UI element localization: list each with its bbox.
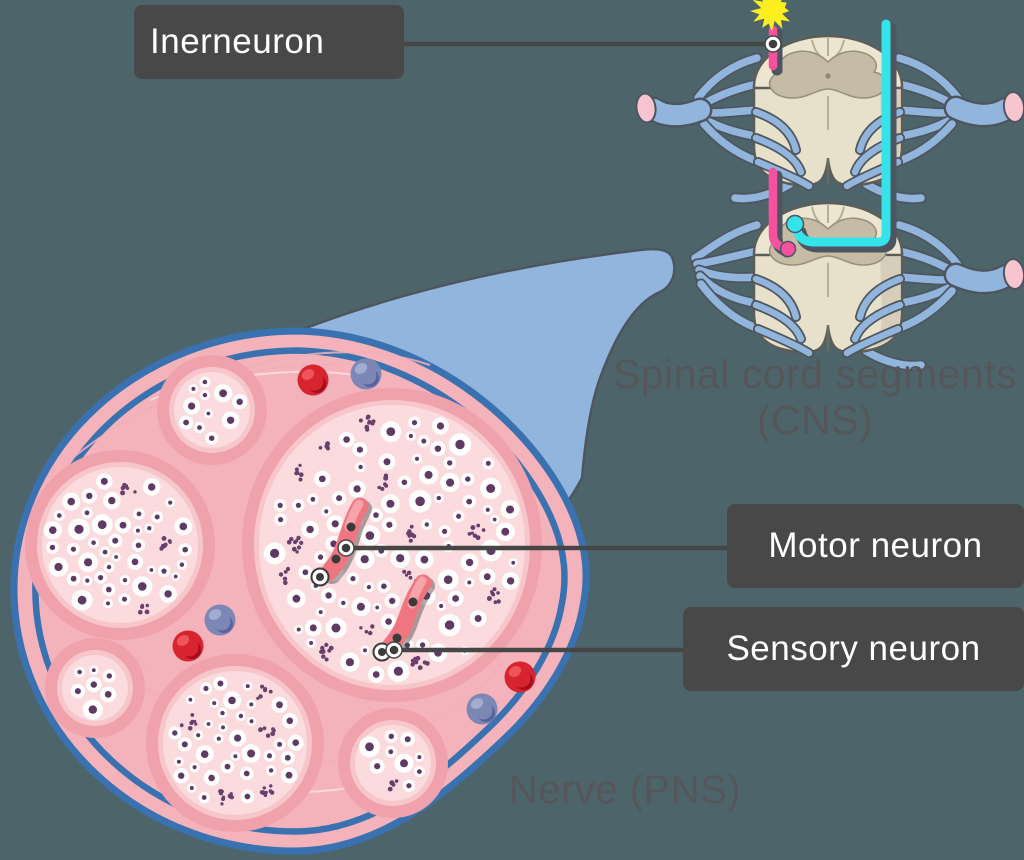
fascicle: [45, 638, 145, 738]
sensory-neuron-label-text: Sensory neuron: [726, 629, 981, 668]
interneuron-label-text: Inerneuron: [150, 22, 325, 61]
fascicle: [157, 355, 267, 465]
blood-vessels: [172, 358, 536, 725]
blue-vessel-cell: [350, 358, 382, 390]
stimulus-starburst-icon: [750, 0, 791, 32]
nerve-cross-section: [10, 327, 590, 855]
pns-caption-text: Nerve (PNS): [508, 768, 742, 812]
pns-caption: Nerve (PNS): [430, 768, 820, 813]
motor-neuron-label: Motor neuron: [727, 504, 1024, 588]
sensory-neuron-label: Sensory neuron: [683, 607, 1024, 691]
spinal-nerves-1: [635, 52, 1024, 204]
spinal-nerves-2: [689, 219, 1024, 371]
red-blood-cell: [172, 630, 204, 662]
interneuron-label: Inerneuron: [134, 5, 404, 79]
spinal-cord-segment-2: [689, 203, 1024, 371]
cns-caption-line1: Spinal cord segments: [612, 351, 1018, 397]
cns-caption-line2: (CNS): [756, 396, 874, 443]
blue-vessel-cell: [204, 604, 236, 636]
sensory-pathway-line: [785, 19, 897, 253]
fascicle: [338, 708, 448, 818]
motor-neuron-label-text: Motor neuron: [768, 526, 983, 565]
red-blood-cell: [297, 364, 329, 396]
spinal-cord-segment-1: [635, 36, 1024, 204]
leader-lines: [337, 35, 782, 659]
fascicle: [242, 388, 542, 702]
cns-caption: Spinal cord segments (CNS): [580, 351, 1024, 444]
red-blood-cell: [504, 661, 536, 693]
fascicle: [146, 654, 324, 832]
blue-vessel-cell: [466, 693, 498, 725]
fascicle: [25, 450, 215, 640]
interneuron-pathway-lower: [768, 167, 797, 258]
fascicles: [25, 355, 542, 832]
